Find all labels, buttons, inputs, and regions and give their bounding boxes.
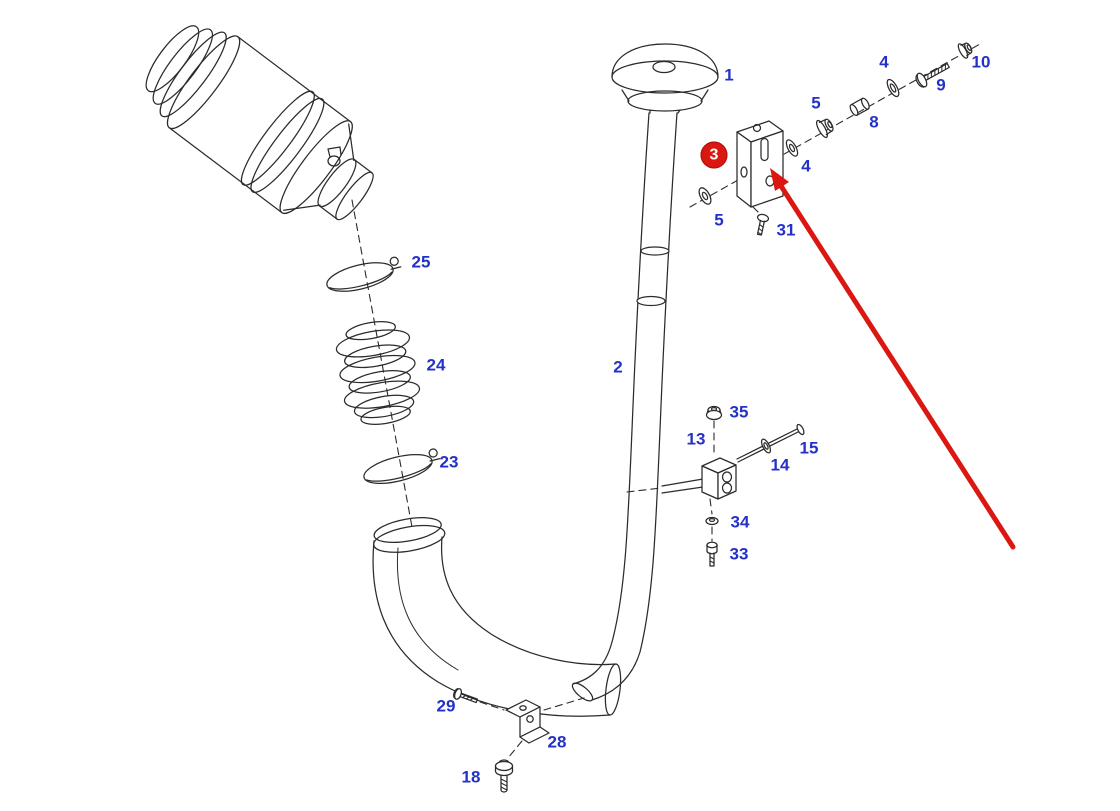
part-label-24-10: 24 xyxy=(426,355,446,375)
nut-5-upper xyxy=(815,118,834,139)
part-label-31-8: 31 xyxy=(776,220,796,240)
bolt-18 xyxy=(494,759,514,793)
spacer-8 xyxy=(849,97,870,117)
clamp-block-13 xyxy=(701,457,737,500)
part-label-5-7: 5 xyxy=(714,210,724,230)
part-label-33-18: 33 xyxy=(729,544,749,564)
highlight-callout: 3 xyxy=(700,141,728,169)
air-filter-assembly xyxy=(145,25,374,221)
screw-9 xyxy=(915,62,950,88)
part-label-15-15: 15 xyxy=(799,438,819,458)
part-label-14-16: 14 xyxy=(770,455,790,475)
bracket-pipe-centerline xyxy=(543,697,585,711)
washer-5-left xyxy=(698,187,712,205)
nut-35 xyxy=(705,405,723,456)
part-label-28-20: 28 xyxy=(547,732,567,752)
bolt-18-centerline xyxy=(507,740,523,759)
part-label-4-1: 4 xyxy=(879,52,889,72)
bracket-28 xyxy=(505,699,550,744)
hose-clamp-23 xyxy=(363,448,441,485)
part-label-4-6: 4 xyxy=(801,156,811,176)
part-label-8-5: 8 xyxy=(869,112,879,132)
washer-4-lower xyxy=(785,139,799,157)
rubber-bellows-24 xyxy=(335,321,421,425)
washer-4-upper xyxy=(886,78,900,98)
part-label-9-3: 9 xyxy=(936,75,946,95)
part-label-34-17: 34 xyxy=(730,512,750,532)
screw-31 xyxy=(756,213,770,236)
washer-34 xyxy=(705,498,719,542)
screw-29-centerline xyxy=(479,701,505,711)
nut-10 xyxy=(957,42,973,59)
support-rod xyxy=(626,478,704,494)
part-label-18-21: 18 xyxy=(461,767,481,787)
filter-hose-centerline xyxy=(351,199,413,528)
intake-pipe-2 xyxy=(571,112,678,702)
filter-fitting xyxy=(327,146,342,167)
bolt-33 xyxy=(706,541,718,567)
intake-hose xyxy=(372,517,622,717)
rain-cap-1 xyxy=(611,43,719,114)
washer-14 xyxy=(760,438,772,454)
part-label-29-19: 29 xyxy=(436,696,456,716)
pointer-arrow xyxy=(770,168,1016,550)
part-label-2-11: 2 xyxy=(613,357,623,377)
screw-31-centerline xyxy=(752,206,762,216)
part-label-5-4: 5 xyxy=(811,93,821,113)
part-label-25-9: 25 xyxy=(411,252,431,272)
part-label-23-12: 23 xyxy=(439,452,459,472)
hose-clamp-25 xyxy=(326,256,402,292)
part-label-10-2: 10 xyxy=(971,52,991,72)
part-label-35-13: 35 xyxy=(729,402,749,422)
screw-29 xyxy=(453,687,479,704)
part-label-1-0: 1 xyxy=(724,65,734,85)
part-label-13-14: 13 xyxy=(686,429,706,449)
